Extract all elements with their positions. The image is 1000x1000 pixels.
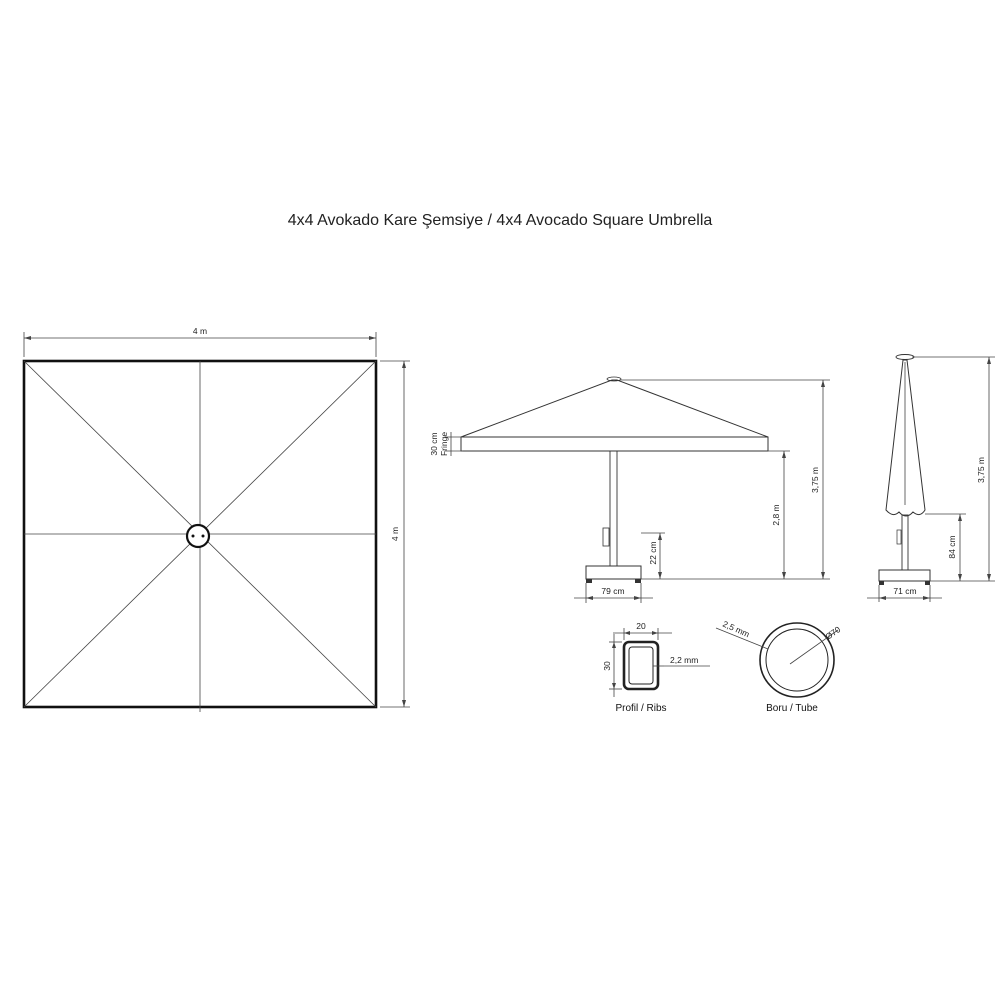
arrow-head: [658, 533, 662, 540]
arrow-head: [879, 596, 886, 600]
crank-handle: [602, 527, 610, 547]
base-foot: [925, 581, 930, 585]
profile-thickness-label: 2,2 mm: [670, 655, 698, 665]
arrow-head: [821, 572, 825, 579]
base-plate: [585, 565, 642, 580]
arrow-head: [402, 700, 406, 707]
arrow-head: [612, 683, 616, 689]
top-view: 4 m 4 m: [22, 326, 410, 712]
arrow-head: [634, 596, 641, 600]
side-view-open: 30 cm Fringe 3,75 m 2,8 m 22 cm 79 cm: [429, 376, 830, 603]
profile-width-label: 20: [636, 621, 646, 631]
arrow-head: [782, 572, 786, 579]
side-total-height-label: 3,75 m: [810, 467, 820, 493]
closed-base-width-label: 71 cm: [893, 586, 916, 596]
arrow-head: [958, 574, 962, 581]
tube-outer: [759, 622, 835, 698]
arrow-head: [782, 451, 786, 458]
base-foot: [635, 579, 641, 583]
base-foot: [879, 581, 884, 585]
arrow-head: [586, 596, 593, 600]
closed-crank: [896, 529, 902, 545]
tube-thickness-leader: [715, 627, 769, 650]
arrow-head: [369, 336, 376, 340]
tube-diameter-label: Ø70: [823, 624, 842, 642]
side-base-height-label: 22 cm: [648, 541, 658, 564]
side-clearance-label: 2,8 m: [771, 504, 781, 525]
closed-canopy: [885, 359, 926, 517]
arrow-head: [652, 631, 658, 635]
pole: [609, 450, 618, 567]
tube-caption: Boru / Tube: [766, 703, 818, 714]
drawing-title: 4x4 Avokado Kare Şemsiye / 4x4 Avocado S…: [287, 212, 713, 229]
profile-caption: Profil / Ribs: [615, 703, 666, 714]
hub-bolt: [191, 534, 195, 538]
closed-pole: [901, 514, 909, 571]
arrow-head: [612, 642, 616, 648]
arrow-head: [402, 361, 406, 368]
top-view-height-label: 4 m: [390, 527, 400, 541]
closed-base-plate: [878, 569, 931, 582]
tube-section: 2,5 mm Ø70 Boru / Tube: [715, 619, 843, 714]
closed-lower-height-label: 84 cm: [947, 535, 957, 558]
arrow-head: [958, 514, 962, 521]
arrow-head: [24, 336, 31, 340]
fringe-size-label: 30 cm: [429, 432, 439, 455]
side-view-closed: 3,75 m 84 cm 71 cm: [867, 354, 995, 602]
rib-profile-outer: [622, 640, 660, 691]
arrow-head: [923, 596, 930, 600]
closed-top-cap: [895, 354, 915, 360]
hub-bolt: [201, 534, 205, 538]
arrow-head: [821, 380, 825, 387]
fringe-band: [460, 436, 769, 452]
canopy-profile: [460, 379, 769, 438]
profile-height-label: 30: [602, 661, 612, 671]
tube-inner: [765, 628, 829, 692]
top-view-width-label: 4 m: [193, 326, 207, 336]
center-hub: [185, 523, 211, 549]
side-base-width-label: 79 cm: [601, 586, 624, 596]
profile-section: 20 30 2,2 mm Profil / Ribs: [602, 621, 710, 714]
tube-diameter-leader: [789, 629, 839, 665]
rib-profile-inner: [628, 646, 654, 685]
arrow-head: [658, 572, 662, 579]
fringe-word-label: Fringe: [439, 432, 449, 456]
arrow-head: [987, 574, 991, 581]
arrow-head: [987, 357, 991, 364]
closed-total-height-label: 3,75 m: [976, 457, 986, 483]
arrow-head: [624, 631, 630, 635]
canopy-top-cap: [606, 376, 622, 382]
base-foot: [586, 579, 592, 583]
